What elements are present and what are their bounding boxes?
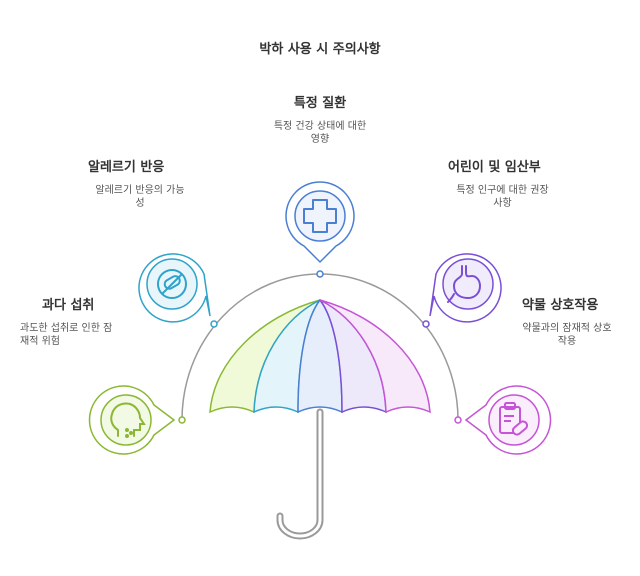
children-connector-dot	[422, 320, 430, 328]
canopy-panel-magenta	[319, 299, 431, 414]
allergy-title: 알레르기 반응	[88, 160, 165, 175]
allergy-description: 알레르기 반응의 가능 성	[95, 185, 185, 209]
stomach-icon	[447, 265, 482, 303]
allergy-connector-dot	[210, 320, 218, 328]
interaction-badge	[464, 385, 552, 455]
overdose-connector-dot	[178, 416, 186, 424]
umbrella-canopy	[209, 298, 431, 414]
overdose-description: 과도한 섭취로 인한 잠 재적 위험	[20, 323, 113, 347]
condition-title: 특정 질환	[293, 96, 347, 111]
condition-badge	[285, 181, 355, 264]
overdose-badge	[88, 385, 176, 455]
interaction-description: 약물과의 잠재적 상호 작용	[522, 323, 612, 347]
clipboard-pill-icon	[499, 402, 529, 436]
children-title: 어린이 및 임산부	[448, 160, 541, 175]
children-description: 특정 인구에 대한 권장 사항	[456, 185, 549, 209]
medical-cross-icon	[303, 199, 337, 233]
no-pills-icon	[157, 269, 187, 299]
page-title: 박하 사용 시 주의사항	[259, 42, 381, 57]
condition-description: 특정 건강 상태에 대한 영향	[273, 121, 367, 145]
condition-connector-dot	[316, 270, 324, 278]
umbrella-handle	[276, 408, 324, 540]
allergy-badge	[138, 253, 211, 323]
head-profile-icon	[110, 402, 146, 438]
children-badge	[429, 253, 502, 323]
overdose-title: 과다 섭취	[42, 298, 95, 313]
interaction-connector-dot	[454, 416, 462, 424]
interaction-title: 약물 상호작용	[522, 298, 599, 313]
